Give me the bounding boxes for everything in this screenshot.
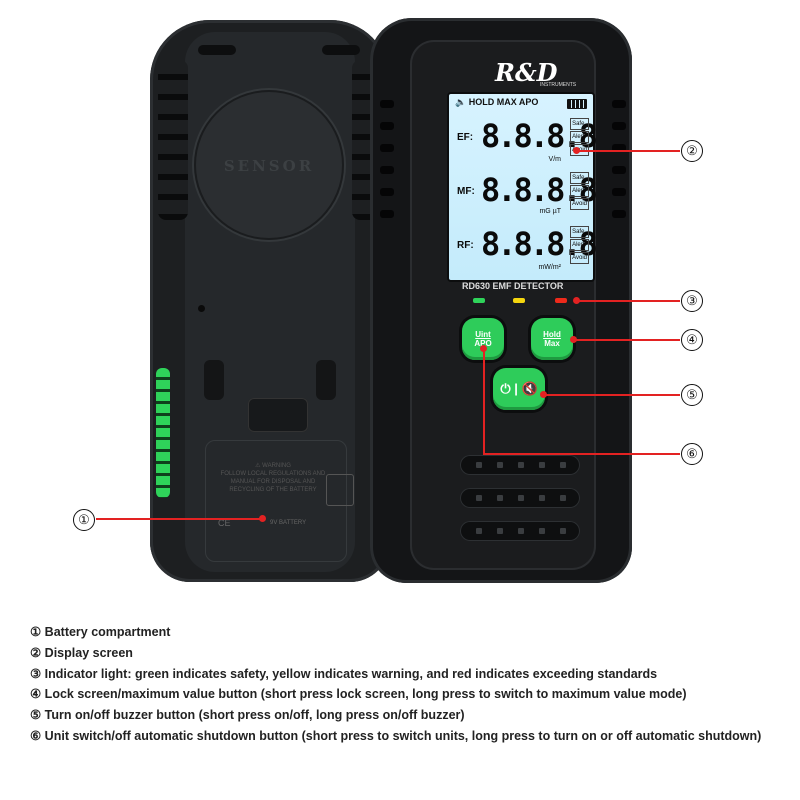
screw-hole — [198, 305, 205, 312]
unit-apo-label-top: Uint — [475, 330, 491, 339]
level-safe: Safe — [570, 226, 589, 238]
battery-warning: ⚠ WARNING FOLLOW LOCAL REGULATIONS AND M… — [218, 462, 328, 494]
power-buzzer-button[interactable]: ⏻ | 🔇 — [493, 368, 545, 410]
legend-item-unit-apo: ⑥ Unit switch/off automatic shutdown but… — [30, 728, 762, 743]
unit-apo-label-bottom: APO — [474, 339, 492, 348]
recycle-bin-icon — [326, 474, 354, 506]
lcd-row-ef: EF: 8.8.8.8 V/m Safe Alert Avoid — [457, 118, 598, 168]
callout-3-dot — [573, 297, 580, 304]
callout-6-dot — [480, 345, 487, 352]
battery-warning-text: FOLLOW LOCAL REGULATIONS AND MANUAL FOR … — [220, 471, 326, 493]
callout-6-vline — [483, 350, 485, 454]
callout-2: ② — [681, 140, 703, 162]
level-alert: Alert — [570, 131, 589, 143]
speaker-icon: 🔈 — [455, 97, 467, 107]
model-label: RD630 EMF DETECTOR — [462, 281, 564, 291]
indicator-led-red — [555, 298, 567, 303]
lcd-status-text: HOLD MAX APO — [468, 97, 539, 107]
callout-1-dot — [259, 515, 266, 522]
legend-item-display: ② Display screen — [30, 645, 133, 660]
lcd-row-label: RF: — [457, 240, 474, 251]
level-safe: Safe — [570, 172, 589, 184]
lcd-status-bar: 🔈 HOLD MAX APO — [455, 97, 538, 108]
indicator-led-yellow — [513, 298, 525, 303]
lcd-row-levels: Safe Alert Avoid — [570, 172, 589, 211]
lcd-row-label: MF: — [457, 186, 475, 197]
display-screen: 🔈 HOLD MAX APO EF: 8.8.8.8 V/m Safe Aler… — [447, 92, 598, 282]
level-alert: Alert — [570, 185, 589, 197]
callout-6-line — [483, 453, 680, 455]
callout-4-dot — [570, 336, 577, 343]
sensor-pad — [194, 90, 344, 240]
lcd-row-unit: mG µT — [539, 208, 561, 215]
callout-5-dot — [540, 391, 547, 398]
callout-4: ④ — [681, 329, 703, 351]
hold-max-label-top: Hold — [543, 330, 561, 339]
legend-item-battery: ① Battery compartment — [30, 625, 171, 639]
lcd-row-rf: RF: 8.8.8.8 mW/m² Safe Alert Avoid — [457, 226, 598, 276]
indicator-led-green — [473, 298, 485, 303]
callout-4-line — [575, 339, 680, 341]
battery-compartment[interactable] — [205, 440, 347, 562]
back-foot-right — [316, 360, 336, 400]
battery-latch[interactable] — [248, 398, 308, 432]
legend-item-buzzer: ⑤ Turn on/off buzzer button (short press… — [30, 708, 465, 723]
battery-warning-title: ⚠ WARNING — [255, 463, 291, 469]
legend-item-indicator: ③ Indicator light: green indicates safet… — [30, 666, 658, 681]
level-avoid: Avoid — [570, 252, 589, 264]
hold-max-button[interactable]: Hold Max — [531, 318, 573, 360]
lcd-row-unit: V/m — [548, 156, 561, 163]
battery-icon — [567, 99, 587, 109]
callout-3-line — [578, 300, 680, 302]
back-foot-left — [204, 360, 224, 400]
legend: ① Battery compartment ② Display screen ③… — [30, 622, 790, 747]
lcd-row-digits: 8.8.8.8 — [481, 117, 598, 155]
level-alert: Alert — [570, 239, 589, 251]
lcd-row-unit: mW/m² — [538, 264, 561, 271]
lcd-row-digits: 8.8.8.8 — [481, 225, 598, 263]
legend-item-hold-max: ④ Lock screen/maximum value button (shor… — [30, 687, 687, 702]
callout-1: ① — [73, 509, 95, 531]
lcd-row-label: EF: — [457, 132, 474, 143]
lcd-row-digits: 8.8.8.8 — [481, 171, 598, 209]
callout-5: ⑤ — [681, 384, 703, 406]
sensor-label: SENSOR — [223, 157, 315, 175]
lcd-row-mf: MF: 8.8.8.8 mG µT Safe Alert Avoid — [457, 172, 598, 222]
hold-max-label-bottom: Max — [544, 339, 560, 348]
power-buzzer-icons: ⏻ | 🔇 — [500, 381, 538, 396]
callout-6: ⑥ — [681, 443, 703, 465]
level-safe: Safe — [570, 118, 589, 130]
battery-type-label: 9V BATTERY — [270, 520, 307, 526]
callout-2-line — [578, 150, 680, 152]
callout-2-dot — [573, 147, 580, 154]
callout-1-line — [96, 518, 262, 520]
brand-logo: R&D — [495, 58, 558, 87]
level-avoid: Avoid — [570, 198, 589, 210]
lcd-row-levels: Safe Alert Avoid — [570, 226, 589, 265]
brand-logo-sub: INSTRUMENTS — [540, 82, 577, 88]
back-grip-left — [156, 368, 170, 498]
callout-5-line — [545, 394, 680, 396]
callout-3: ③ — [681, 290, 703, 312]
ce-mark: CE — [218, 518, 231, 528]
